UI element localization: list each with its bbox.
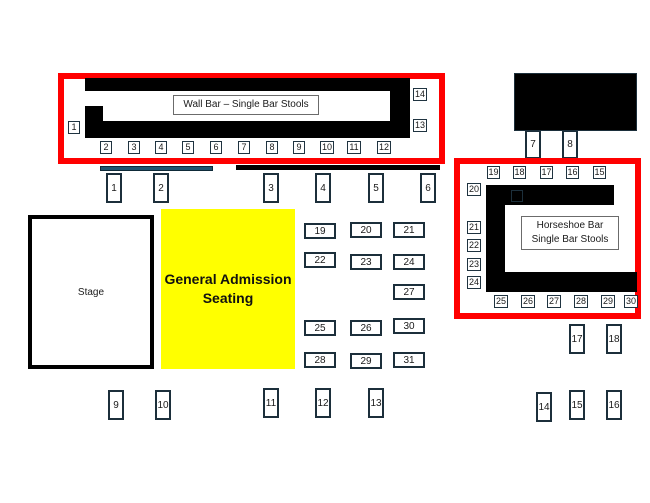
horseshoe-bar-stool[interactable]: 18: [513, 166, 526, 179]
wall-bar-stool[interactable]: 3: [128, 141, 140, 154]
general-admission-seating: General Admission Seating: [161, 209, 295, 369]
wall-bar-stool[interactable]: 2: [100, 141, 112, 154]
horseshoe-bar-stool[interactable]: 24: [467, 276, 481, 289]
horseshoe-counter-bottom: [486, 272, 637, 292]
dining-table[interactable]: 22: [304, 252, 336, 268]
horseshoe-bar-stool[interactable]: 22: [467, 239, 481, 252]
horseshoe-counter-top: [486, 185, 614, 205]
wall-bar-stool[interactable]: 13: [413, 119, 427, 132]
horseshoe-bar-stool[interactable]: 21: [467, 221, 481, 234]
horseshoe-bar-stool[interactable]: 16: [566, 166, 579, 179]
general-admission-line1: General Admission: [164, 271, 292, 287]
horseshoe-service-square: [511, 190, 523, 202]
dining-table[interactable]: 29: [350, 353, 382, 369]
wall-bar-stool[interactable]: 12: [377, 141, 391, 154]
dining-table[interactable]: 30: [393, 318, 425, 334]
dining-table[interactable]: 21: [393, 222, 425, 238]
wall-bar-stool[interactable]: 6: [210, 141, 222, 154]
horseshoe-bar-stool[interactable]: 25: [494, 295, 508, 308]
horseshoe-bar-stool[interactable]: 29: [601, 295, 615, 308]
high-top-table[interactable]: 11: [263, 388, 279, 418]
wall-bar-stool[interactable]: 14: [413, 88, 427, 101]
dining-table[interactable]: 28: [304, 352, 336, 368]
wall-bar-stool[interactable]: 7: [238, 141, 250, 154]
horseshoe-bar-label-line2: Single Bar Stools: [531, 234, 609, 245]
horseshoe-bar-label-line1: Horseshoe Bar: [536, 220, 604, 231]
high-top-table[interactable]: 5: [368, 173, 384, 203]
wall-bar-stool[interactable]: 1: [68, 121, 80, 134]
wall-bar-stool[interactable]: 11: [347, 141, 361, 154]
high-top-table[interactable]: 4: [315, 173, 331, 203]
dining-table[interactable]: 19: [304, 223, 336, 239]
wall-bar-stool[interactable]: 9: [293, 141, 305, 154]
high-top-table[interactable]: 6: [420, 173, 436, 203]
high-top-table[interactable]: 12: [315, 388, 331, 418]
horseshoe-bar-stool[interactable]: 23: [467, 258, 481, 271]
booth-table[interactable]: 8: [562, 130, 578, 159]
wall-ledge: [100, 166, 213, 171]
horseshoe-bar-label: Horseshoe Bar Single Bar Stools: [521, 216, 619, 250]
high-top-table[interactable]: 1: [106, 173, 122, 203]
high-top-table[interactable]: 2: [153, 173, 169, 203]
high-top-table[interactable]: 13: [368, 388, 384, 418]
high-top-table[interactable]: 9: [108, 390, 124, 420]
wall-bar-stool[interactable]: 5: [182, 141, 194, 154]
horseshoe-bar-stool[interactable]: 19: [487, 166, 500, 179]
dining-table[interactable]: 31: [393, 352, 425, 368]
wall-bar-stool[interactable]: 8: [266, 141, 278, 154]
high-top-table[interactable]: 3: [263, 173, 279, 203]
wall-bar-stool[interactable]: 10: [320, 141, 334, 154]
dining-table[interactable]: 23: [350, 254, 382, 270]
horseshoe-counter-left: [486, 185, 505, 292]
general-admission-line2: Seating: [202, 290, 254, 306]
dining-table[interactable]: 24: [393, 254, 425, 270]
dining-table[interactable]: 27: [393, 284, 425, 300]
dining-table[interactable]: 25: [304, 320, 336, 336]
wall-ledge-dark: [236, 165, 440, 170]
wall-bar-stool[interactable]: 4: [155, 141, 167, 154]
horseshoe-bar-stool[interactable]: 30: [624, 295, 638, 308]
stage: Stage: [28, 215, 154, 369]
dining-table[interactable]: 26: [350, 320, 382, 336]
horseshoe-bar-stool[interactable]: 26: [521, 295, 535, 308]
high-top-table[interactable]: 14: [536, 392, 552, 422]
high-top-table[interactable]: 16: [606, 390, 622, 420]
wall-bar-label: Wall Bar – Single Bar Stools: [173, 95, 319, 115]
dining-table[interactable]: 20: [350, 222, 382, 238]
horseshoe-bar-stool[interactable]: 20: [467, 183, 481, 196]
horseshoe-bar-stool[interactable]: 15: [593, 166, 606, 179]
high-top-table[interactable]: 17: [569, 324, 585, 354]
wall-bar-counter-left: [85, 106, 103, 138]
high-top-table[interactable]: 10: [155, 390, 171, 420]
wall-bar-counter-top: [85, 78, 410, 91]
wall-bar-counter-bottom: [85, 121, 410, 138]
horseshoe-bar-stool[interactable]: 28: [574, 295, 588, 308]
booth-block: [514, 73, 637, 131]
booth-table[interactable]: 7: [525, 130, 541, 159]
high-top-table[interactable]: 15: [569, 390, 585, 420]
horseshoe-bar-stool[interactable]: 27: [547, 295, 561, 308]
high-top-table[interactable]: 18: [606, 324, 622, 354]
horseshoe-bar-stool[interactable]: 17: [540, 166, 553, 179]
